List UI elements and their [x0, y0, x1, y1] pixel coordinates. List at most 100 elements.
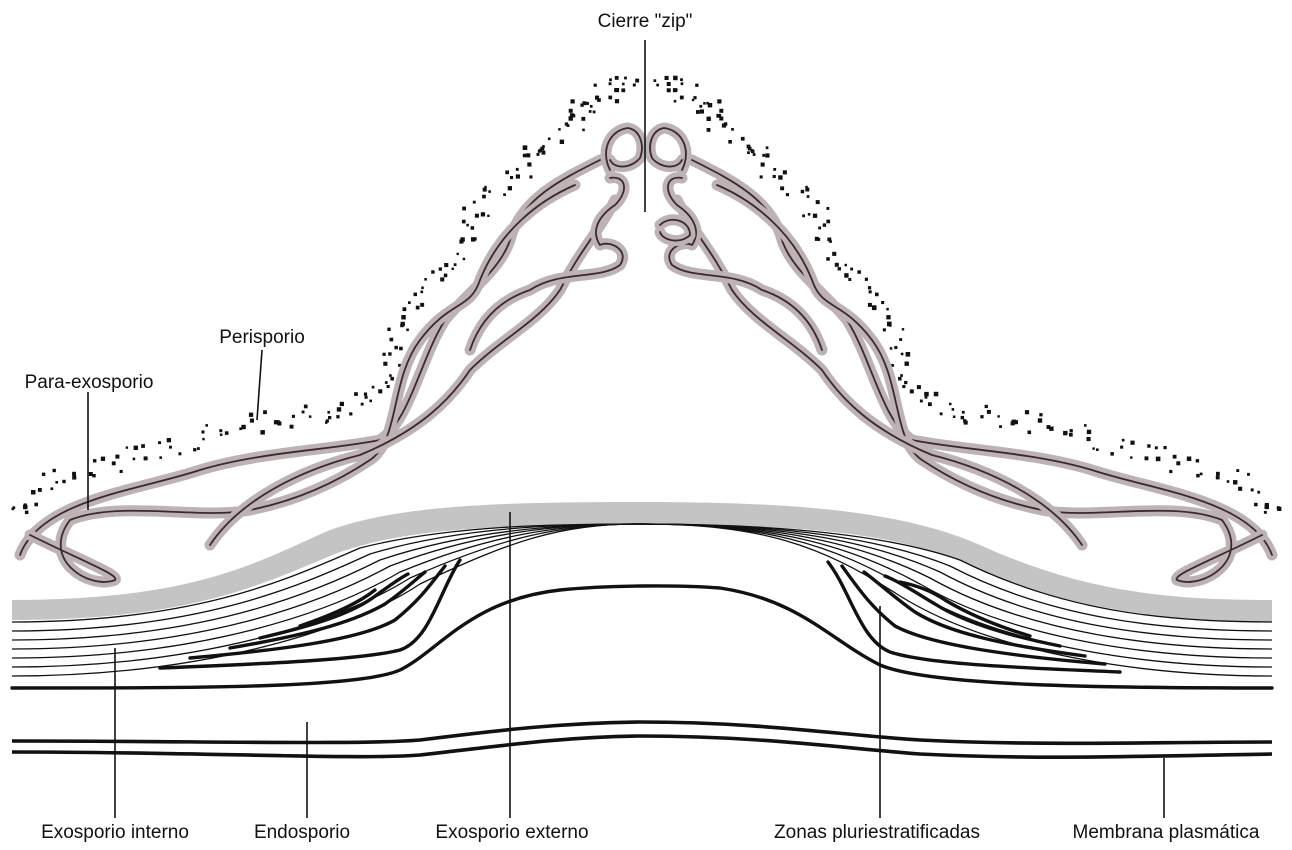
- perisporio-granule: [886, 315, 890, 319]
- perisporio-granule: [260, 430, 265, 435]
- perisporio-granule: [440, 277, 444, 281]
- perisporio-granule: [444, 263, 448, 267]
- perisporio-granule: [571, 99, 575, 103]
- perisporio-granule: [481, 212, 485, 216]
- perisporio-granule: [813, 214, 817, 218]
- perisporio-granule: [835, 263, 839, 267]
- perisporio-granule: [38, 488, 42, 492]
- perisporio-granule: [292, 415, 295, 418]
- perisporio-granule: [454, 263, 457, 266]
- perisporio-granule: [656, 84, 659, 87]
- perisporio-granule: [586, 102, 589, 105]
- perisporio-granule: [34, 503, 38, 507]
- perisporio-granule: [741, 137, 745, 141]
- perisporio-granule: [421, 287, 424, 290]
- perisporio-granule: [304, 405, 308, 409]
- perisporio-granule: [848, 278, 851, 281]
- perisporio-granule: [786, 193, 789, 196]
- perisporio-granule: [747, 151, 750, 154]
- perisporio-granule: [23, 505, 28, 510]
- perisporio-granule: [850, 268, 853, 271]
- perisporio-granule: [608, 96, 612, 100]
- perisporio-granule: [826, 207, 829, 210]
- perisporio-granule: [997, 415, 999, 417]
- perisporio-granule: [826, 257, 830, 261]
- perisporio-granule: [707, 117, 711, 121]
- perisporio-granule: [365, 396, 368, 399]
- perisporio-granule: [378, 389, 382, 393]
- perisporio-granule: [667, 82, 671, 86]
- perisporio-granule: [961, 416, 965, 420]
- perisporio-granule: [823, 223, 826, 226]
- perisporio-granule: [1156, 457, 1161, 462]
- perisporio-granule: [1038, 418, 1042, 422]
- perisporio-granule: [1147, 444, 1150, 447]
- perisporio-granule: [220, 434, 223, 437]
- perisporio-granule: [403, 307, 407, 311]
- perisporio-granule: [460, 237, 464, 241]
- perisporio-granule: [1063, 431, 1067, 435]
- perisporio-granule: [383, 353, 386, 356]
- perisporio-granule: [886, 308, 889, 311]
- label-zonas-pluriestratificadas: Zonas pluriestratificadas: [774, 822, 980, 843]
- leader-lines: [88, 40, 1164, 818]
- perisporio-granule: [394, 346, 398, 350]
- perisporio-granule: [72, 476, 76, 480]
- perisporio-granule: [354, 392, 358, 396]
- perisporio-granule: [420, 291, 423, 294]
- label-membrana-plasmatica: Membrana plasmática: [1073, 822, 1260, 843]
- perisporio-granule: [523, 145, 528, 150]
- perisporio-granule: [205, 424, 208, 427]
- perisporio-granule: [488, 190, 491, 193]
- perisporio-granule: [482, 195, 486, 199]
- perisporio-granule: [31, 490, 36, 495]
- perisporio-granule: [762, 154, 765, 157]
- perisporio-granule: [158, 441, 161, 444]
- perisporio-granule: [917, 385, 921, 389]
- perisporio-granule: [424, 278, 427, 281]
- perisporio-granule: [337, 407, 341, 411]
- perisporio-granule: [1087, 437, 1091, 441]
- perisporio-granule: [134, 446, 138, 450]
- perisporio-granule: [483, 188, 487, 192]
- perisporio-granule: [1039, 413, 1042, 416]
- perisporio-granule: [1264, 511, 1267, 514]
- perisporio-granule: [1173, 455, 1177, 459]
- perisporio-granule: [159, 456, 162, 459]
- perisporio-granule: [462, 220, 466, 224]
- perisporio-granule: [719, 109, 723, 113]
- perisporio-granule: [1092, 447, 1094, 449]
- perisporio-granule: [538, 150, 541, 153]
- perisporio-granule: [529, 175, 532, 178]
- perisporio-granule: [1110, 452, 1114, 456]
- perisporio-granule: [369, 400, 372, 403]
- perisporio-granule: [51, 487, 54, 490]
- perisporio-granule: [832, 252, 836, 256]
- perisporio-granule: [361, 403, 364, 406]
- perisporio-granule: [928, 402, 932, 406]
- perisporio-granule: [1084, 424, 1087, 427]
- perisporio-granule: [980, 415, 983, 418]
- perisporio-granule: [1200, 473, 1203, 476]
- perisporio-granule: [680, 96, 684, 100]
- perisporio-granule: [399, 347, 403, 351]
- perisporio-granule: [487, 215, 489, 217]
- perisporio-granule: [868, 286, 871, 289]
- perisporio-granule: [1265, 505, 1270, 510]
- perisporio-granule: [401, 315, 406, 320]
- perisporio-granule: [920, 400, 923, 403]
- perisporio-granule: [801, 190, 805, 194]
- perisporio-granule: [728, 140, 732, 144]
- perisporio-granule: [773, 168, 776, 171]
- perisporio-granule: [985, 405, 988, 408]
- perisporio-granule: [53, 469, 56, 472]
- perisporio-granule: [868, 303, 872, 307]
- perisporio-granule: [473, 201, 476, 204]
- perisporio-granule: [444, 274, 447, 277]
- perisporio-granule: [731, 128, 734, 131]
- perisporio-granule: [389, 374, 392, 377]
- perisporio-granule: [1145, 456, 1149, 460]
- membrana-plasmatica-lines: [12, 722, 1272, 757]
- perisporio-granule: [548, 138, 551, 141]
- perisporio-granule: [387, 385, 390, 388]
